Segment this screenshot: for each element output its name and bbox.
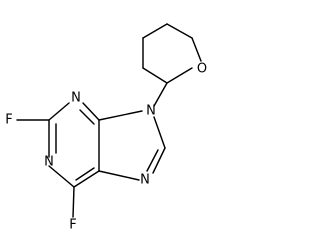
bond-c6-c5 <box>73 170 100 188</box>
fluorine-top-label: F <box>5 113 12 128</box>
chemical-structure-canvas: F F N N N N O <box>5 23 208 233</box>
thp-bond-o-c2 <box>166 67 193 84</box>
thp-bond-c5-c6 <box>166 23 193 39</box>
purine-core <box>16 102 166 218</box>
thp-bond-c2-n9 <box>153 82 168 107</box>
bond-c4-n3-double <box>79 109 95 125</box>
bond-n9-c8 <box>153 116 166 149</box>
bond-c6-f <box>72 186 75 218</box>
oxygen-tetrahydropyran-label: O <box>197 62 207 77</box>
molecule-drawing: F F N N N N O <box>5 23 207 233</box>
bond-c8-n7-double <box>146 149 159 172</box>
bond-n1-c6 <box>48 165 75 188</box>
nitrogen-pyrimidine-bottom-label: N <box>44 155 54 170</box>
thp-bond-c6-o <box>191 37 202 62</box>
tetrahydropyran-ring <box>142 23 202 107</box>
bond-c6-c5-double <box>75 167 95 181</box>
thp-bond-c4-c5 <box>142 23 168 39</box>
nitrogen-imidazole-label: N <box>140 173 150 188</box>
fluorine-bottom-label: F <box>69 218 76 233</box>
nitrogen-ring-fusion-label: N <box>146 104 156 119</box>
atom-labels: F F N N N N O <box>5 62 207 233</box>
bond-n3-c2 <box>48 102 70 121</box>
nitrogen-pyrimidine-top-label: N <box>71 91 81 106</box>
bond-c4-n3 <box>82 102 100 121</box>
bond-n9-c4 <box>98 110 143 121</box>
thp-bond-c2-c3 <box>142 67 168 84</box>
bond-n7-c5 <box>98 170 140 181</box>
bond-c8-n7 <box>152 147 166 174</box>
